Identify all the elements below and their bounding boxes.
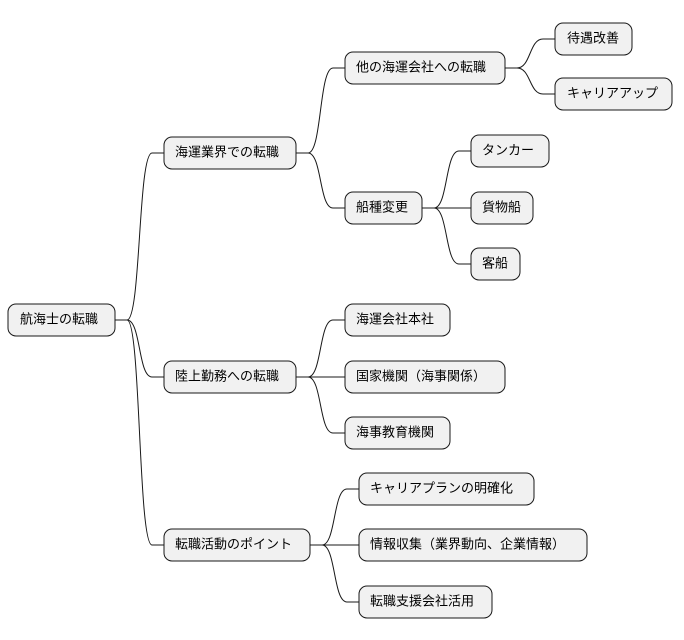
branch-label: 転職活動のポイント <box>175 538 292 553</box>
leaf-label: 情報収集（業界動向、企業情報） <box>370 537 565 553</box>
leaf-label: 海事教育機関 <box>356 425 434 441</box>
connector-line <box>115 319 164 546</box>
leaf-label: キャリアアップ <box>567 87 658 102</box>
connector-line <box>115 319 164 378</box>
leaf-node-shipping-hq: 海運会社本社 <box>344 303 451 337</box>
connector-line <box>296 376 345 434</box>
connector-lines <box>115 38 555 603</box>
connector-line <box>115 152 164 321</box>
leaf-label: 国家機関（海事関係） <box>356 369 486 385</box>
root-label: 航海士の転職 <box>20 312 98 328</box>
branch-node-shipping-industry: 海運業界での転職 <box>163 136 297 170</box>
branch-node-shore-job: 陸上勤務への転職 <box>163 360 297 394</box>
leaf-node-recruitment-agency: 転職支援会社活用 <box>358 585 493 619</box>
connector-line <box>422 207 471 265</box>
connector-line <box>505 38 555 69</box>
connector-line <box>310 488 359 546</box>
node-ship-type-change: 船種変更 <box>344 191 423 225</box>
leaf-node-career-up: キャリアアップ <box>554 77 673 111</box>
connector-line <box>422 150 471 209</box>
leaf-node-better-conditions: 待遇改善 <box>554 22 633 56</box>
leaf-node-career-plan: キャリアプランの明確化 <box>358 472 535 506</box>
leaf-label: 待遇改善 <box>567 31 619 47</box>
branch-node-job-change-points: 転職活動のポイント <box>163 528 311 562</box>
leaf-label: 海運会社本社 <box>356 312 434 328</box>
leaf-node-passenger-ship: 客船 <box>470 247 521 281</box>
leaf-node-tanker: タンカー <box>470 134 550 168</box>
connector-line <box>296 152 345 209</box>
connector-line <box>505 67 555 95</box>
leaf-label: キャリアプランの明確化 <box>370 481 513 497</box>
node-other-shipping-company: 他の海運会社への転職 <box>344 51 506 85</box>
connector-line <box>296 319 345 378</box>
leaf-node-cargo-ship: 貨物船 <box>470 191 534 225</box>
root-node: 航海士の転職 <box>7 303 116 337</box>
leaf-label: 客船 <box>482 256 508 272</box>
node-label: 船種変更 <box>356 200 408 216</box>
connector-line <box>296 67 345 154</box>
leaf-node-maritime-education: 海事教育機関 <box>344 416 451 450</box>
connector-line <box>310 544 359 603</box>
leaf-node-information-gathering: 情報収集（業界動向、企業情報） <box>358 528 588 562</box>
node-label: 他の海運会社への転職 <box>356 60 486 76</box>
leaf-node-government-agency: 国家機関（海事関係） <box>344 360 506 394</box>
leaf-label: 転職支援会社活用 <box>370 594 474 610</box>
branch-label: 海運業界での転職 <box>175 145 279 161</box>
leaf-label: 貨物船 <box>482 200 521 216</box>
branch-label: 陸上勤務への転職 <box>175 369 279 385</box>
leaf-label: タンカー <box>482 144 534 159</box>
